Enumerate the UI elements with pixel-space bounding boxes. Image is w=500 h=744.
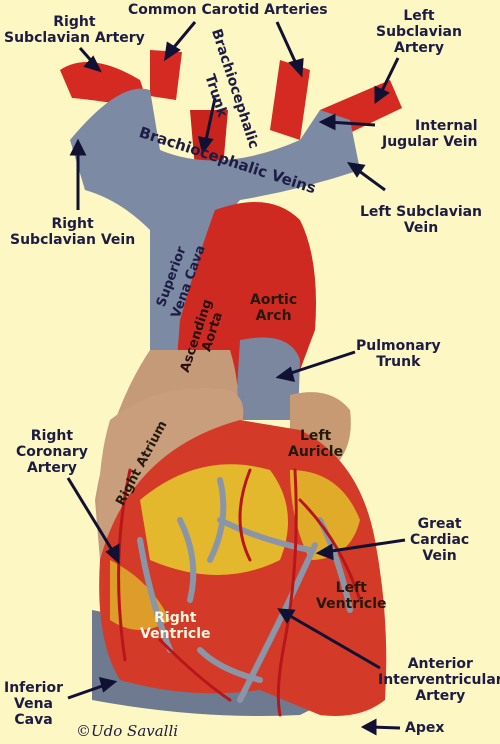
label-common-carotid-arteries: Common Carotid Arteries (128, 2, 328, 18)
label-right-coronary-artery: Right Coronary Artery (16, 428, 88, 476)
pulmonary-trunk (235, 337, 300, 420)
label-right-subclavian-vein: Right Subclavian Vein (10, 216, 136, 248)
label-left-subclavian-vein: Left Subclavian Vein (360, 204, 483, 236)
label-inferior-vena-cava: Inferior Vena Cava (4, 680, 63, 728)
label-left-auricle: Left Auricle (288, 428, 344, 460)
label-great-cardiac-vein: Great Cardiac Vein (410, 516, 470, 564)
label-internal-jugular-vein: Internal Jugular Vein (382, 118, 478, 150)
label-apex: Apex (405, 720, 445, 736)
fat-patch-2 (290, 470, 360, 560)
label-aortic-arch: Aortic Arch (250, 292, 298, 324)
aorta (175, 202, 316, 385)
pointer-arrows (66, 21, 406, 736)
label-right-ventricle: Right Ventricle (140, 610, 211, 642)
common-carotid-right (150, 50, 182, 100)
label-pulmonary-trunk: Pulmonary Trunk (356, 338, 441, 370)
label-left-ventricle: Left Ventricle (316, 580, 387, 612)
common-carotid-left (270, 60, 310, 140)
fat-patch-1 (140, 464, 288, 575)
label-anterior-interventricular-artery: Anterior Interventricular Artery (378, 656, 500, 704)
label-right-subclavian-artery: Right Subclavian Artery (4, 14, 145, 46)
photo-credit: ©Udo Savalli (76, 722, 179, 740)
label-left-subclavian-artery: Left Subclavian Artery (376, 8, 462, 56)
